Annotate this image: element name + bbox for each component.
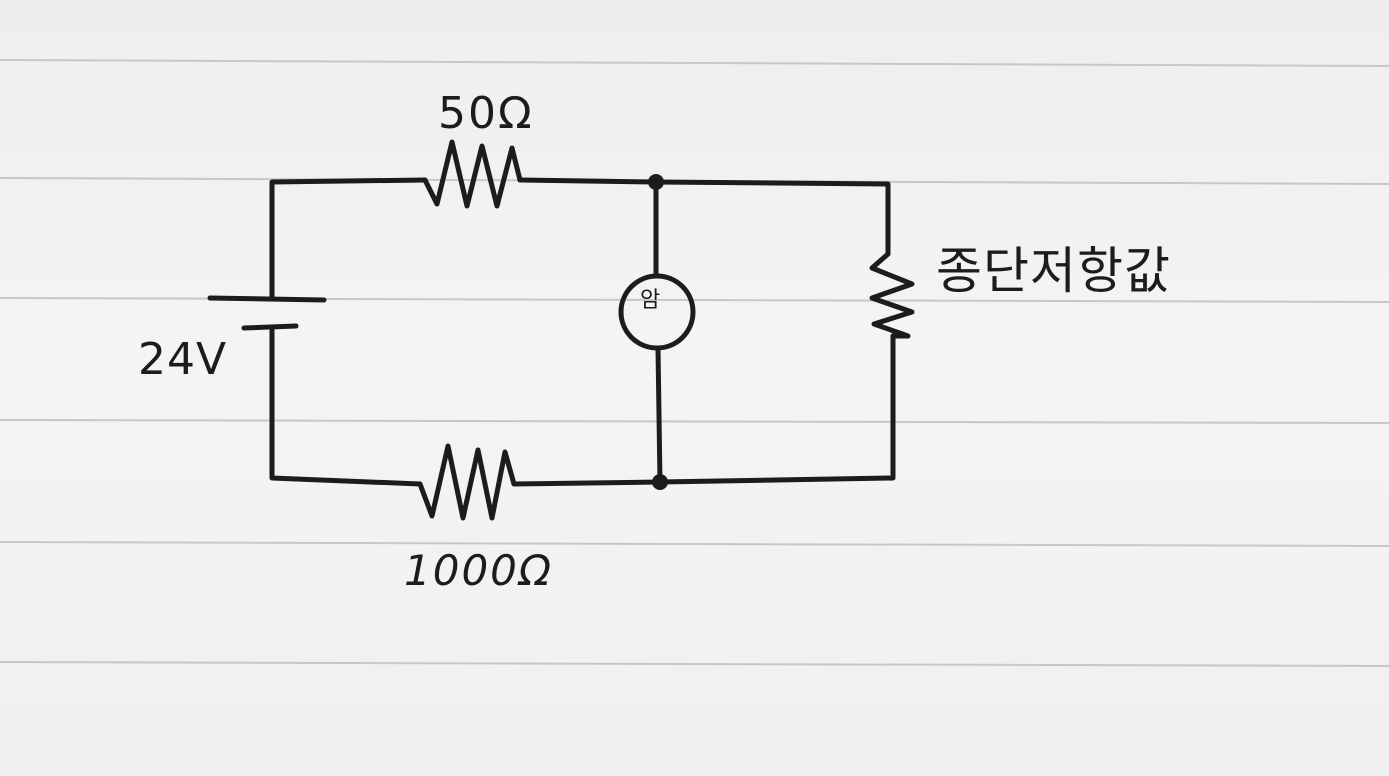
ruled-line	[0, 661, 1389, 667]
label-source-voltage: 24V	[138, 334, 228, 385]
junction-dot-top	[648, 174, 664, 190]
junction-dot-bottom	[652, 474, 668, 490]
label-load-resistor: 종단저항값	[936, 242, 1171, 300]
ruled-line	[0, 541, 1389, 547]
resistor-1000-ohm	[417, 443, 517, 521]
wire-bottom-right	[511, 333, 896, 487]
resistor-50-ohm	[422, 139, 523, 209]
wire-middle-bottom	[655, 345, 663, 485]
battery-plate-long	[207, 295, 327, 303]
wire-top-right	[517, 177, 891, 257]
load-resistor	[869, 251, 915, 339]
wire-left-bottom	[269, 325, 423, 487]
label-resistor-1000: 1000Ω	[404, 546, 553, 595]
label-meter: 암	[640, 288, 661, 313]
wire-top	[269, 177, 428, 255]
label-resistor-50: 50Ω	[438, 88, 534, 139]
ruled-line	[0, 59, 1389, 67]
ruled-line	[0, 419, 1389, 424]
